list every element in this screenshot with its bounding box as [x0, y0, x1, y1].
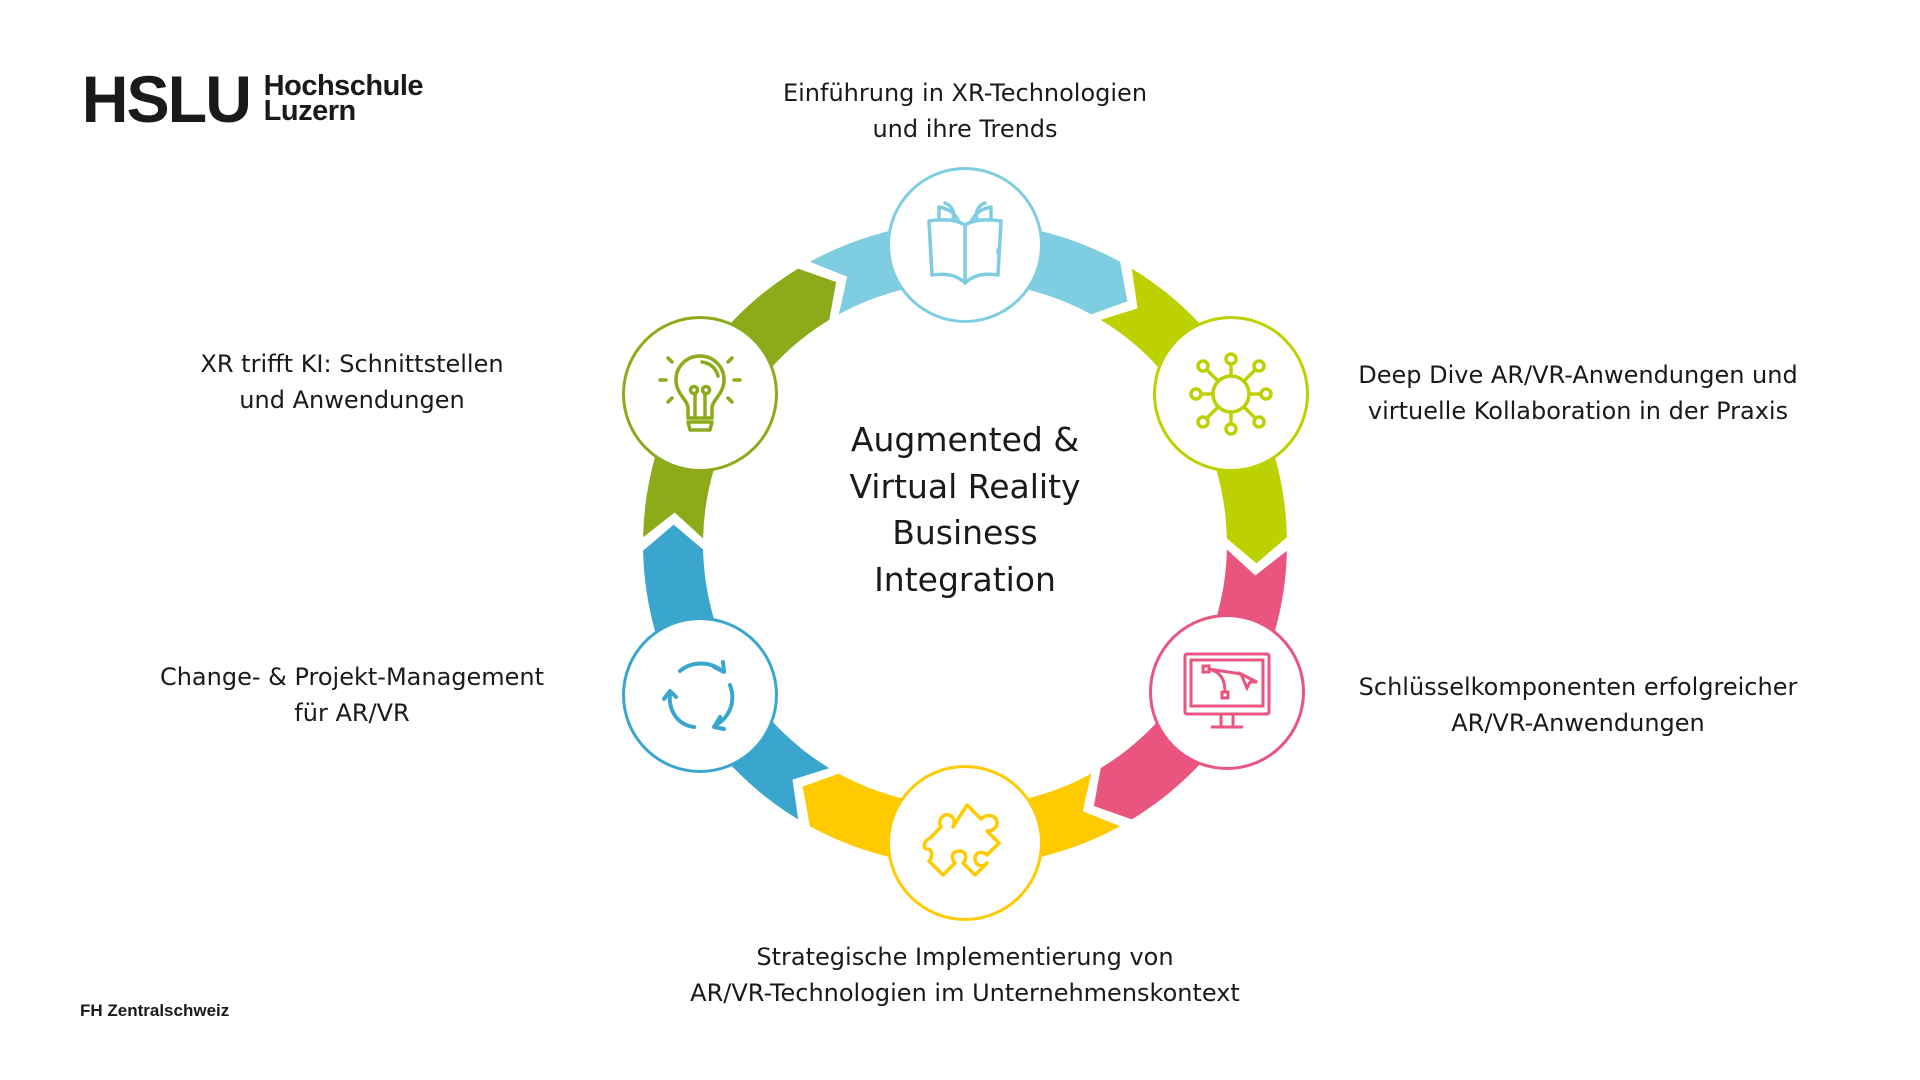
center-title-line: Integration: [874, 559, 1056, 599]
open-book-icon: [927, 201, 1003, 285]
network-hub-icon: [1189, 352, 1273, 436]
hslu-logo: HSLU Hochschule Luzern: [80, 62, 424, 136]
label-line: und ihre Trends: [872, 115, 1058, 143]
logo-mark: HSLU: [81, 62, 252, 136]
step-label-2: Deep Dive AR/VR-Anwendungen und virtuelle…: [1358, 357, 1797, 429]
step-label-1: Einführung in XR-Technologien und ihre Tr…: [783, 75, 1147, 147]
label-line: Deep Dive AR/VR-Anwendungen und: [1358, 361, 1798, 389]
puzzle-piece-icon: [922, 803, 1001, 877]
label-line: Change- & Projekt-Management: [159, 663, 545, 691]
step-node-3: [1149, 614, 1305, 770]
label-line: Einführung in XR-Technologien: [782, 79, 1148, 107]
step-node-6: [622, 316, 778, 472]
center-title: Augmented & Virtual Reality Business Int…: [849, 417, 1080, 603]
center-title-line: Virtual Reality: [849, 466, 1081, 506]
label-line: und Anwendungen: [239, 386, 465, 414]
center-title-line: Business: [892, 513, 1038, 552]
step-node-4: [887, 765, 1043, 921]
monitor-design-icon: [1183, 652, 1271, 729]
label-line: AR/VR-Anwendungen: [1451, 709, 1705, 737]
label-line: Strategische Implementierung von: [756, 943, 1174, 971]
label-line: XR trifft KI: Schnittstellen: [200, 350, 504, 378]
center-title-line: Augmented &: [850, 420, 1080, 459]
logo-subtitle: Hochschule Luzern: [263, 70, 424, 127]
step-label-5: Change- & Projekt-Management für AR/VR: [160, 659, 544, 731]
step-node-5: [622, 617, 778, 773]
label-line: AR/VR-Technologien im Unternehmenskontex…: [690, 979, 1240, 1007]
logo-line-2: Luzern: [263, 95, 357, 127]
step-node-1: [887, 167, 1043, 323]
lightbulb-icon: [658, 354, 742, 432]
step-node-2: [1153, 316, 1309, 472]
refresh-cycle-icon: [662, 660, 735, 731]
logo-line-1: Hochschule: [263, 70, 424, 102]
footer-text: FH Zentralschweiz: [80, 1001, 230, 1020]
label-line: virtuelle Kollaboration in der Praxis: [1367, 397, 1789, 425]
step-label-6: XR trifft KI: Schnittstellen und Anwendun…: [200, 346, 503, 418]
label-line: für AR/VR: [294, 699, 410, 727]
label-line: Schlüsselkomponenten erfolgreicher: [1358, 673, 1798, 701]
